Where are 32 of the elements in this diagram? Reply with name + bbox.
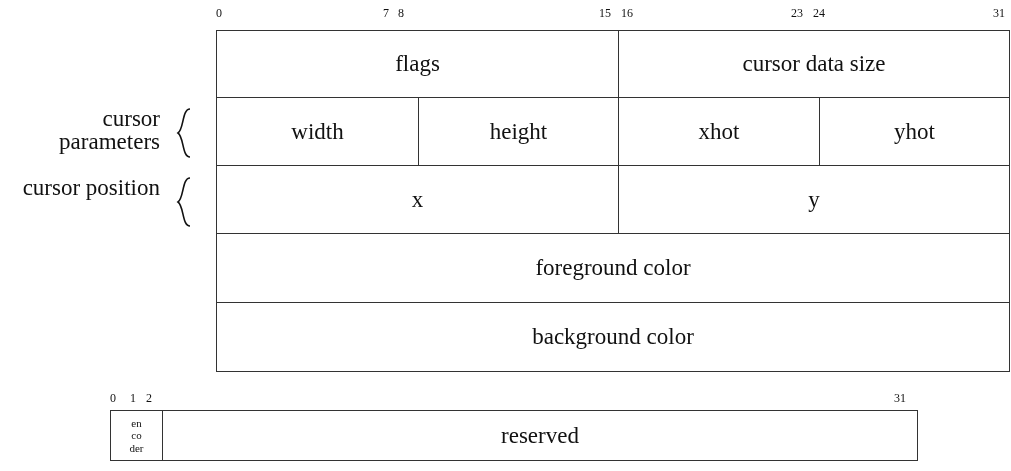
table-cell <box>216 302 1010 372</box>
bit-number: 15 <box>599 6 611 21</box>
bit-number: 0 <box>110 391 116 406</box>
bit-number: 8 <box>398 6 404 21</box>
table-cell <box>618 30 1010 98</box>
field-label: flags <box>395 51 440 77</box>
field-label: en co der <box>128 416 145 455</box>
table-cell <box>216 233 1010 303</box>
bit-number: 24 <box>813 6 825 21</box>
group-label: cursor position <box>21 176 160 199</box>
field-label: y <box>808 186 820 213</box>
field-label: reserved <box>501 422 579 449</box>
table-cell <box>162 410 918 461</box>
table-cell <box>110 410 163 461</box>
bit-number: 7 <box>383 6 389 21</box>
bit-number: 31 <box>894 391 906 406</box>
group-label: cursor parameters <box>58 107 160 153</box>
field-label: background color <box>532 324 694 350</box>
table-cell <box>216 30 619 98</box>
bit-number: 31 <box>993 6 1005 21</box>
bit-number: 2 <box>146 391 152 406</box>
bit-number: 16 <box>621 6 633 21</box>
field-label: xhot <box>698 118 740 145</box>
field-label: yhot <box>894 118 935 145</box>
field-label: cursor data size <box>742 51 886 77</box>
bit-number: 0 <box>216 6 222 21</box>
bit-number: 1 <box>130 391 136 406</box>
field-label: foreground color <box>535 255 691 281</box>
bit-number: 23 <box>791 6 803 21</box>
field-label: width <box>291 118 344 145</box>
field-label: x <box>411 186 424 213</box>
field-label: height <box>489 118 548 145</box>
